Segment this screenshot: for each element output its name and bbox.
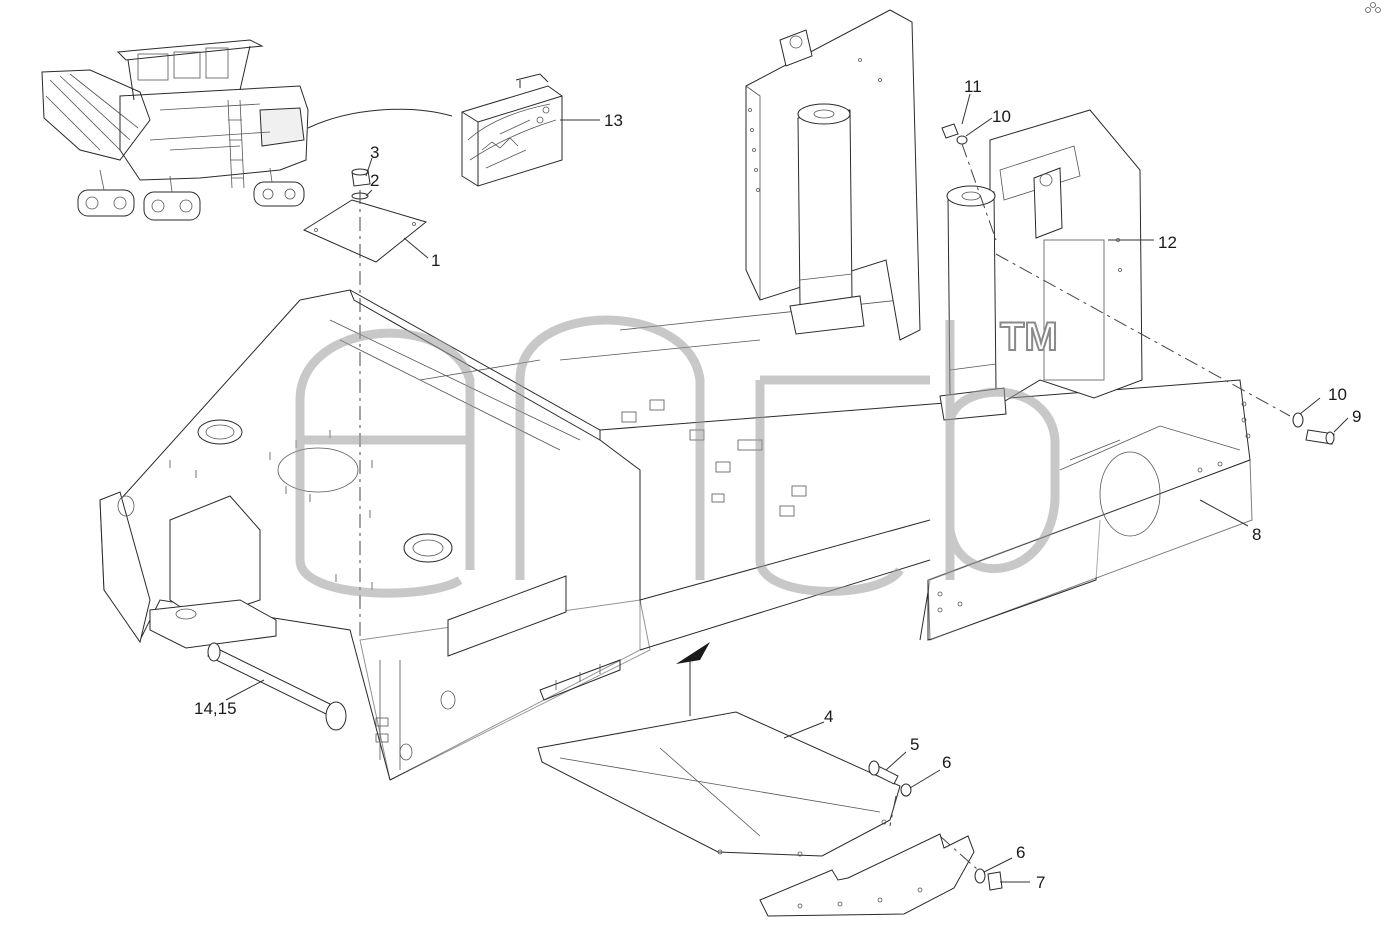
- track-rear: [253, 181, 305, 207]
- leader-lines: [225, 93, 1349, 883]
- callout-7: 7: [1036, 873, 1045, 892]
- washer-part-6-lower: [974, 868, 986, 884]
- washer-part-10-right: [1292, 412, 1304, 428]
- washer-part-10-top: [956, 135, 968, 145]
- turret-ring-right: [403, 533, 453, 563]
- callout-13: 13: [604, 111, 623, 130]
- callout-12: 12: [1158, 233, 1177, 252]
- machine-overview-illustration: [41, 39, 309, 221]
- cap-nut-part-3: [351, 168, 371, 187]
- washer-part-6-upper: [900, 783, 912, 797]
- cover-plate-part-1: [302, 199, 428, 263]
- direction-arrow-icon: [676, 642, 710, 716]
- watermark-logo: TM: [295, 314, 1060, 598]
- bolt-part-9: [1305, 429, 1335, 445]
- track-front-left: [77, 189, 135, 217]
- callout-2: 2: [370, 171, 379, 190]
- callout-10-right: 10: [1328, 385, 1347, 404]
- belly-plate-part-4: [537, 711, 901, 857]
- track-front-right: [143, 191, 201, 221]
- corner-marker-icon: [1365, 2, 1381, 13]
- bolt-part-5: [868, 760, 899, 785]
- nut-part-7: [987, 871, 1003, 891]
- hydraulic-cylinder-left: [789, 103, 865, 335]
- main-frame-part-8: [99, 289, 1253, 781]
- callout-9: 9: [1352, 407, 1361, 426]
- axle-part-14-15: [207, 642, 347, 731]
- callout-3: 3: [370, 143, 379, 162]
- callout-labels: 1 2 3 4 5 6 6 7 8 9 10 10 11 12 13 14,15: [194, 77, 1361, 892]
- toolbox-part-13: [461, 73, 563, 187]
- callout-14-15: 14,15: [194, 699, 237, 718]
- callout-4: 4: [824, 707, 833, 726]
- nut-part-11: [941, 123, 959, 139]
- callout-11: 11: [964, 77, 982, 96]
- callout-1: 1: [431, 251, 440, 270]
- callout-6-lower: 6: [1016, 843, 1025, 862]
- callout-10-top: 10: [992, 107, 1011, 126]
- watermark-tm-text: TM: [1000, 315, 1058, 359]
- callout-6-upper: 6: [942, 753, 951, 772]
- lower-bracket-plate: [759, 833, 975, 917]
- turret-ring-left: [197, 419, 243, 445]
- callout-5: 5: [910, 735, 919, 754]
- callout-8: 8: [1252, 525, 1261, 544]
